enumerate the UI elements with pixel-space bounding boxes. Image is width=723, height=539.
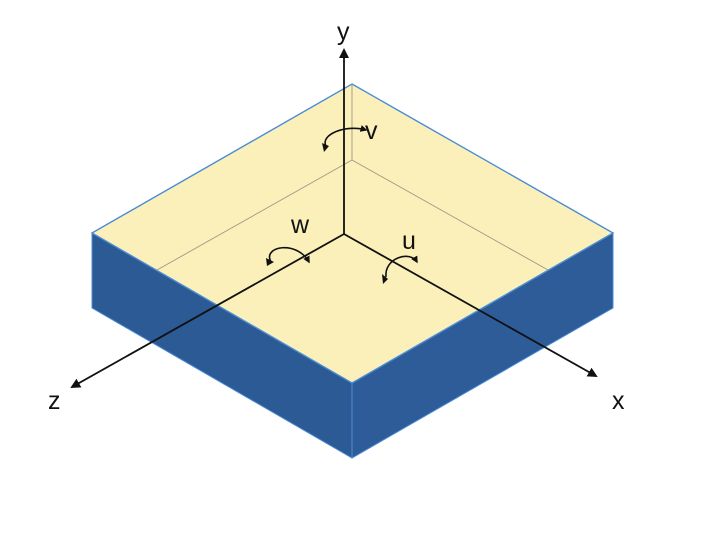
w-rotation-arrowtip xyxy=(266,258,274,266)
axes xyxy=(70,48,598,388)
v-rotation-label: v xyxy=(365,117,378,145)
v-rotation-arrow xyxy=(324,125,368,147)
plate-inner-lines xyxy=(156,84,549,271)
plate xyxy=(90,83,615,459)
y-axis-label: y xyxy=(337,18,350,46)
w-rotation-label: w xyxy=(290,211,310,239)
v-rotation-arrowtip xyxy=(322,143,329,152)
u-rotation-arrow xyxy=(385,255,418,278)
x-axis xyxy=(343,233,598,377)
z-axis-label: z xyxy=(48,387,61,415)
x-axis-label: x xyxy=(612,387,625,415)
rotation-arrow-tips xyxy=(266,143,388,284)
rotation-arrows xyxy=(268,125,418,278)
w-rotation-arrow xyxy=(268,246,310,264)
u-rotation-arrowtip xyxy=(382,274,388,284)
plate-top-face xyxy=(90,83,615,384)
u-rotation-label: u xyxy=(402,227,416,255)
z-axis xyxy=(70,233,345,388)
